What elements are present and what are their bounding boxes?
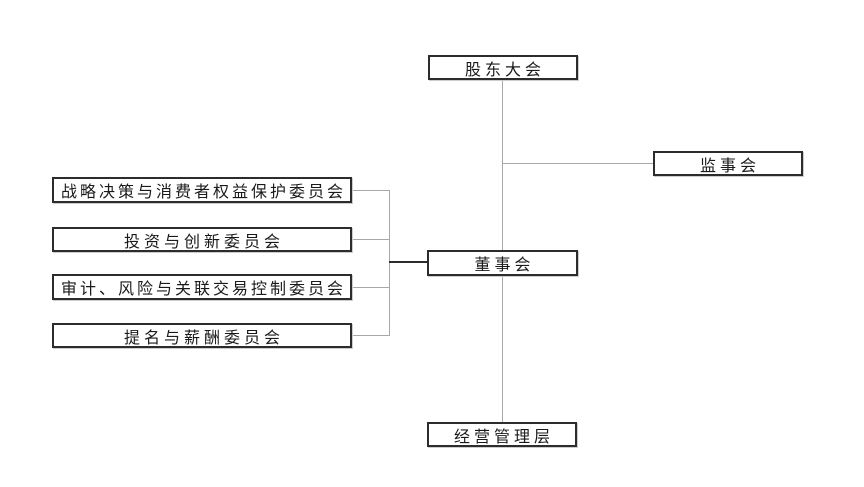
node-committee-nomination-remuneration: 提名与薪酬委员会 [52, 323, 352, 348]
edge-board-management-line [502, 276, 503, 422]
node-board-of-supervisors: 监事会 [653, 151, 803, 176]
node-committee-investment-innovation: 投资与创新委员会 [52, 227, 352, 252]
node-committee-strategy-consumer-protection: 战略决策与消费者权益保护委员会 [52, 177, 352, 203]
node-management-level: 经营管理层 [427, 422, 577, 447]
edge-committee-strategy-line [352, 190, 389, 191]
edge-shareholders-board-line [502, 80, 503, 250]
node-committee-audit-risk-related-transactions: 审计、风险与关联交易控制委员会 [52, 274, 352, 300]
edge-committee-audit-line [352, 287, 389, 288]
edge-spine-board-line [389, 261, 427, 263]
edge-committee-investment-line [352, 239, 389, 240]
committee-spine-line [389, 190, 390, 336]
edge-supervisors-branch-line [502, 163, 653, 164]
node-shareholders-meeting: 股东大会 [428, 55, 578, 80]
edge-committee-nomination-line [352, 335, 389, 336]
node-board-of-directors: 董事会 [427, 250, 578, 276]
